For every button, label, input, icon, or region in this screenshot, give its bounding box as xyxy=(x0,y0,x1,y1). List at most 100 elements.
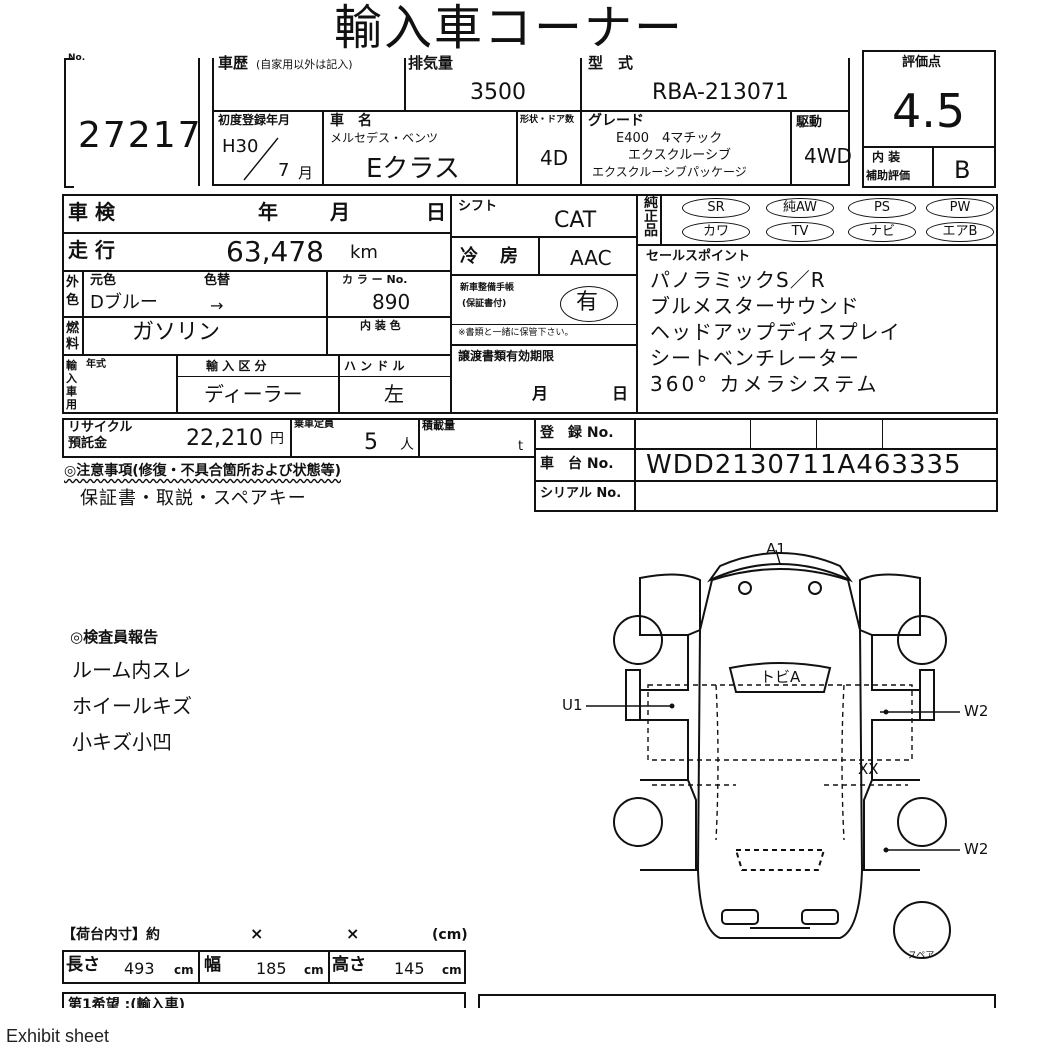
color-arrow: → xyxy=(210,296,224,315)
transfer-month: 月 xyxy=(532,384,549,403)
car-name-label: 車 名 xyxy=(330,113,372,129)
inspector-item-3: 小キズ小凹 xyxy=(72,730,172,754)
sales-points-label: セールスポイント xyxy=(646,249,751,264)
equip-label-1: 純 xyxy=(644,195,658,211)
reg-slash xyxy=(243,137,279,181)
equip-label-3: 品 xyxy=(644,223,658,239)
first-reg-year: H30 xyxy=(222,136,259,157)
score-value: 4.5 xyxy=(892,84,966,138)
notes-value: 保証書・取説・スペアキー xyxy=(80,488,307,509)
recycle-value: 22,210 xyxy=(186,426,263,451)
transfer-day: 日 xyxy=(612,384,629,403)
cargo-cut-text: 第1希望 :(輸入車) xyxy=(68,997,186,1008)
import-side-4: 用 xyxy=(66,398,77,411)
shift-label: シフト xyxy=(458,199,498,214)
recycle-label-1: リサイクル xyxy=(68,420,133,435)
color-original-value: Dブルー xyxy=(90,292,158,313)
color-original-label: 元色 xyxy=(90,273,117,288)
equip-alloy-wheel: 純AW xyxy=(766,198,834,218)
cargo-width-label: 幅 xyxy=(204,955,221,975)
color-code-label: カ ラ ー No. xyxy=(342,273,408,286)
grade-line-3: エクスクルーシブパッケージ xyxy=(592,165,747,179)
displacement-label: 排気量 xyxy=(408,54,454,72)
equip-label-2: 正 xyxy=(644,209,658,225)
import-side-2: 入 xyxy=(66,372,77,385)
car-damage-diagram xyxy=(586,549,960,959)
lot-number: 27217 xyxy=(78,115,203,156)
sales-point-4: シートベンチレーター xyxy=(650,346,860,370)
interior-label-1: 内 装 xyxy=(872,150,901,164)
grade-line-2: エクスクルーシブ xyxy=(628,148,731,163)
import-type-label: 輸 入 区 分 xyxy=(206,359,267,373)
recycle-label-2: 預託金 xyxy=(68,436,108,451)
color-code-value: 890 xyxy=(372,290,411,314)
history-label: 車歴 xyxy=(218,54,249,72)
load-unit: t xyxy=(518,439,524,454)
sales-point-3: ヘッドアップディスプレイ xyxy=(650,320,901,344)
aircon-value: AAC xyxy=(570,246,612,270)
color-side-2: 色 xyxy=(66,293,80,308)
score-label: 評価点 xyxy=(902,55,942,70)
score-box xyxy=(862,50,996,188)
doors-label: 形状・ドア数 xyxy=(520,115,575,125)
equip-pw: PW xyxy=(926,198,994,218)
car-maker: メルセデス・ベンツ xyxy=(330,131,439,145)
interior-color-label: 内 装 色 xyxy=(360,319,401,332)
cargo-length-cm: cm xyxy=(174,963,194,977)
handle-label: ハ ン ド ル xyxy=(344,359,405,373)
equip-leather: カワ xyxy=(682,222,750,242)
inspection-year: 年 xyxy=(258,200,278,224)
displacement-value: 3500 xyxy=(470,80,526,105)
handle-value: 左 xyxy=(384,382,404,406)
grade-line-1: E400 4マチック xyxy=(616,131,723,146)
recycle-unit: 円 xyxy=(270,431,284,447)
equip-tv: TV xyxy=(766,222,834,242)
equip-airbag: エアB xyxy=(926,222,994,242)
inspector-item-1: ルーム内スレ xyxy=(72,658,192,682)
manual-label-2: (保証書付) xyxy=(462,299,507,309)
shift-value: CAT xyxy=(554,208,597,233)
first-reg-month-unit: 月 xyxy=(298,164,314,182)
mileage-unit: km xyxy=(350,242,378,263)
model-label: 型 式 xyxy=(588,54,634,72)
drive-label: 駆動 xyxy=(796,115,823,130)
inspection-month: 月 xyxy=(330,200,350,224)
capacity-label: 乗車定員 xyxy=(294,419,334,430)
import-year-label: 年式 xyxy=(86,359,106,370)
cargo-height-cm: cm xyxy=(442,963,462,977)
details-grid xyxy=(62,194,998,414)
sales-point-1: パノラミックS／R xyxy=(650,268,826,292)
manual-circle xyxy=(560,286,618,322)
diagram-u1: U1 xyxy=(562,696,583,714)
inspector-item-2: ホイールキズ xyxy=(72,694,192,718)
spare-tire xyxy=(893,901,951,959)
cargo-width-cm: cm xyxy=(304,963,324,977)
cargo-length: 493 xyxy=(124,959,155,978)
interior-label-2: 補助評価 xyxy=(866,169,910,182)
capacity-value: 5 xyxy=(364,430,378,455)
doors-value: 4D xyxy=(540,146,569,170)
vin-block xyxy=(534,418,998,512)
import-type-value: ディーラー xyxy=(204,382,303,406)
aircon-label: 冷 房 xyxy=(460,246,520,267)
diagram-roof: トビA xyxy=(760,668,801,686)
diagram-spare: スペア xyxy=(908,951,935,961)
inspection-day: 日 xyxy=(426,200,446,224)
bottom-cut-box xyxy=(478,994,996,1008)
cargo-label: 【荷台内寸】約 xyxy=(62,927,160,943)
first-reg-month: 7 xyxy=(278,160,290,181)
inspector-label: ◎検査員報告 xyxy=(70,628,159,646)
import-side-3: 車 xyxy=(66,385,77,398)
cargo-height-label: 高さ xyxy=(332,955,366,975)
fuel-value: ガソリン xyxy=(132,320,221,345)
diagram-xx: XX xyxy=(858,760,879,778)
footer-caption: Exhibit sheet xyxy=(6,1026,110,1046)
equip-ps: PS xyxy=(848,198,916,218)
color-repaint-label: 色替 xyxy=(204,273,231,288)
chassis-value: WDD2130711A463335 xyxy=(646,450,962,480)
fuel-side-1: 燃 xyxy=(66,321,80,336)
model-value: RBA-213071 xyxy=(652,80,789,105)
diagram-w2-upper: W2 xyxy=(964,702,989,720)
cargo-unit: (cm) xyxy=(432,927,468,943)
manual-label-1: 新車整備手帳 xyxy=(460,283,515,293)
